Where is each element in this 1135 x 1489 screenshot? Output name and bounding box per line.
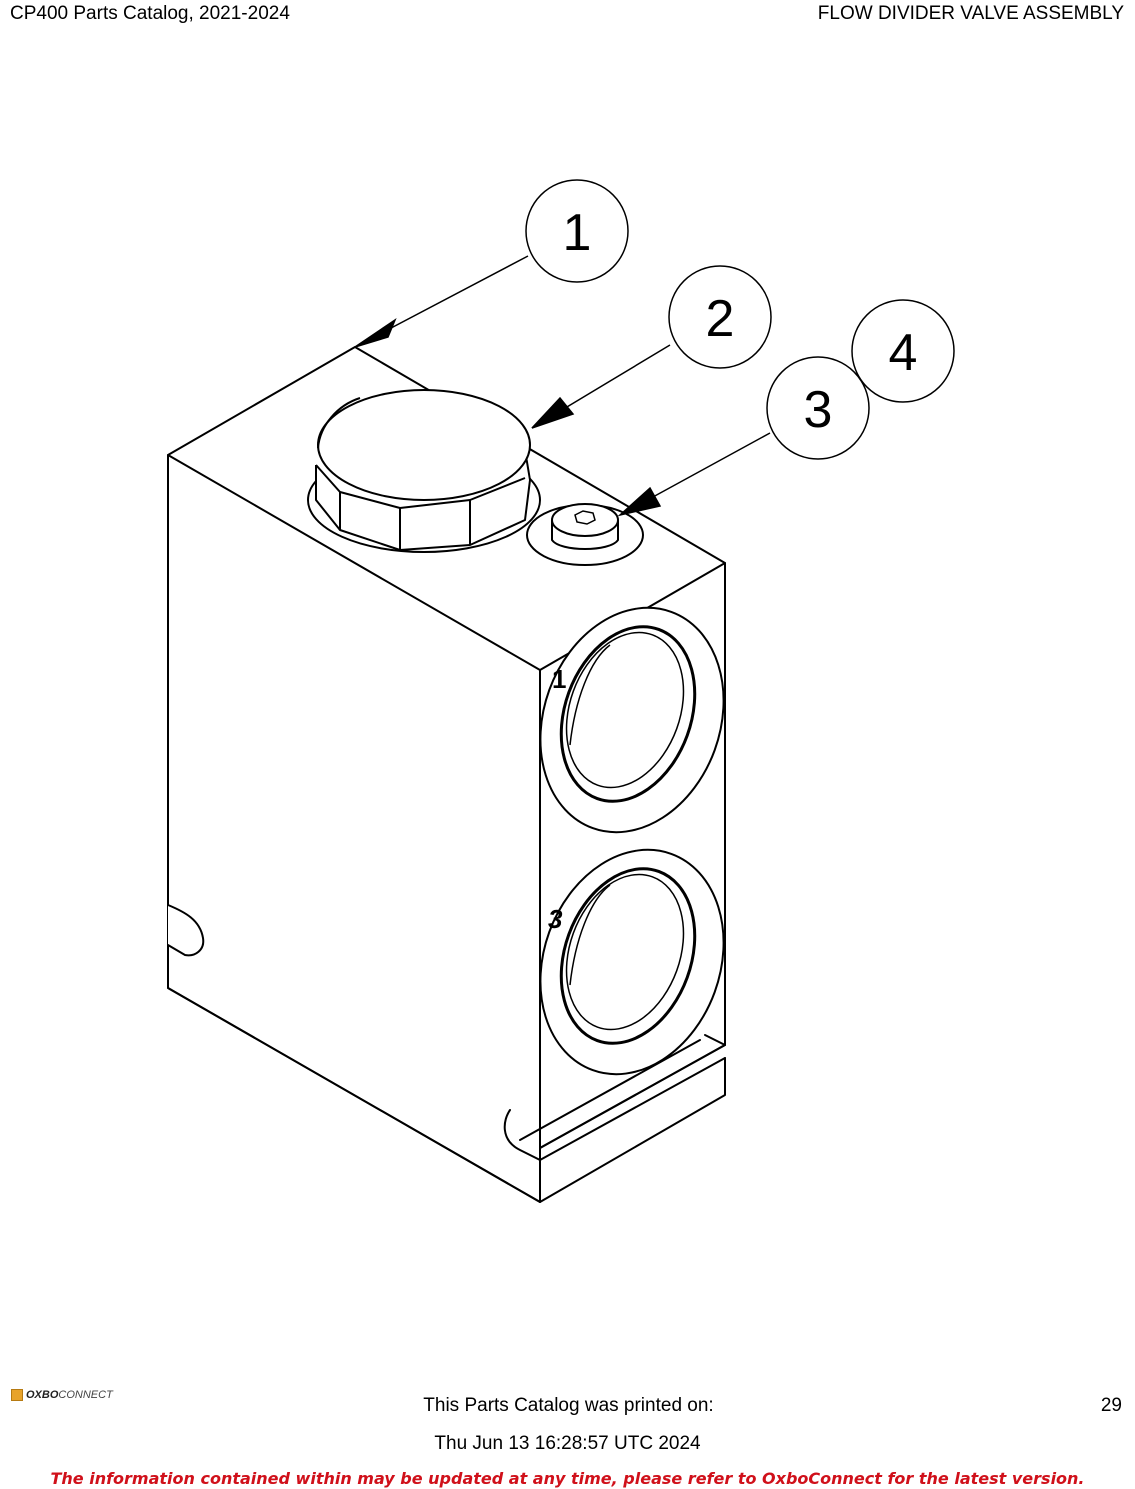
page-number: 29 [1100, 1395, 1122, 1416]
svg-text:3: 3 [804, 381, 833, 439]
disclaimer-text: The information contained within may be … [50, 1469, 1085, 1488]
oxboconnect-logo: OXBO CONNECT [11, 1388, 113, 1402]
svg-text:2: 2 [706, 290, 735, 348]
set-screw [526, 503, 644, 566]
port-label-3: 3 [548, 904, 563, 934]
svg-text:4: 4 [889, 324, 918, 382]
callout-4: 4 [851, 299, 955, 403]
callout-leaders [354, 255, 771, 517]
logo-text-light: CONNECT [58, 1389, 113, 1401]
port-1 [539, 606, 725, 834]
catalog-title: CP400 Parts Catalog, 2021-2024 [10, 3, 290, 24]
port-3 [539, 848, 725, 1076]
port-label-1: 1 [552, 664, 566, 694]
callout-3: 3 [766, 356, 870, 460]
logo-text-bold: OXBO [26, 1389, 59, 1401]
printed-on-label: This Parts Catalog was printed on: [0, 1394, 1135, 1418]
page-section-title: FLOW DIVIDER VALVE ASSEMBLY [817, 3, 1124, 24]
printed-on-text: This Parts Catalog was printed on: [423, 1395, 714, 1416]
printed-date: Thu Jun 13 16:28:57 UTC 2024 [434, 1433, 701, 1454]
hex-plug [307, 389, 541, 553]
svg-text:1: 1 [563, 204, 592, 262]
callout-1: 1 [525, 179, 629, 283]
oxbo-logo-icon [11, 1389, 23, 1401]
callout-2: 2 [668, 265, 772, 369]
